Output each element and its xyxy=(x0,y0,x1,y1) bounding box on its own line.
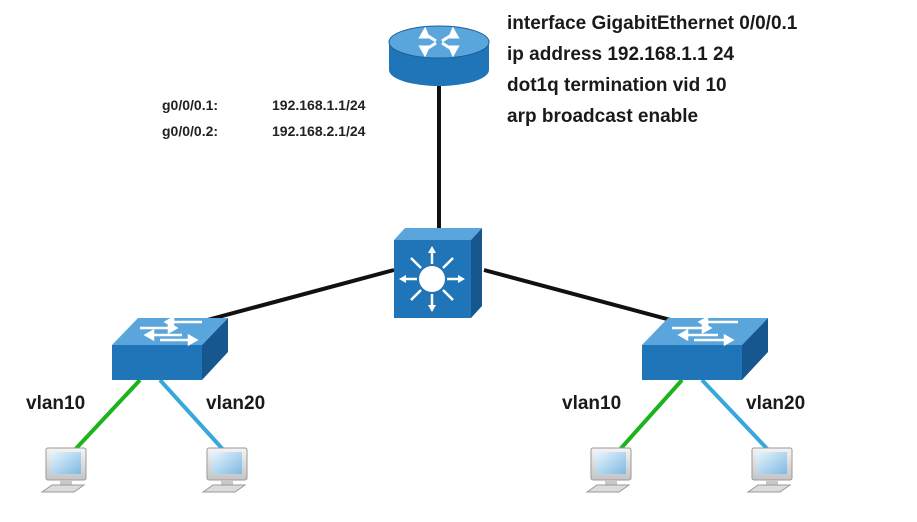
subinterface-2-name: g0/0/0.2: xyxy=(162,123,219,139)
left-vlan20-link xyxy=(158,378,230,457)
config-line-dot1q: dot1q termination vid 10 xyxy=(507,75,727,96)
vlan-label-right-a: vlan10 xyxy=(562,393,622,414)
right-vlan10-link xyxy=(613,378,684,457)
vlan-label-right-b: vlan20 xyxy=(746,393,806,414)
pc-icon xyxy=(201,447,248,493)
pc-icon xyxy=(746,447,793,493)
access-switch-right-icon xyxy=(642,315,768,380)
config-line-arp: arp broadcast enable xyxy=(507,106,699,127)
router-icon xyxy=(388,25,490,86)
config-line-interface: interface GigabitEthernet 0/0/0.1 xyxy=(507,13,798,34)
subinterface-2-address: 192.168.2.1/24 xyxy=(272,123,366,139)
subinterface-1-label: g0/0/0.1: 192.168.1.1/24 xyxy=(162,97,365,113)
subinterface-2-label: g0/0/0.2: 192.168.2.1/24 xyxy=(162,123,365,139)
vlan-label-left-b: vlan20 xyxy=(206,393,266,414)
pc-icon xyxy=(585,447,632,493)
subinterface-1-name: g0/0/0.1: xyxy=(162,97,219,113)
subinterface-1-address: 192.168.1.1/24 xyxy=(272,97,366,113)
right-vlan20-link xyxy=(700,378,775,457)
core-switch-icon xyxy=(394,228,482,318)
access-switch-left-icon xyxy=(112,315,228,380)
pc-icon xyxy=(40,447,87,493)
vlan-label-left-a: vlan10 xyxy=(26,393,86,414)
left-vlan10-link xyxy=(68,378,142,457)
config-line-ip-address: ip address 192.168.1.1 24 xyxy=(507,44,735,65)
